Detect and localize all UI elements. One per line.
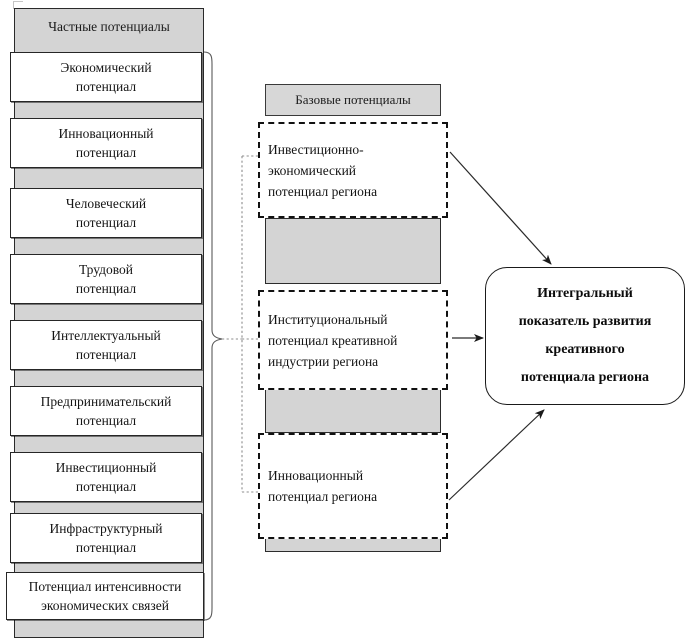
base-potential-item-1-line3: потенциал региона [268,183,378,199]
private-potential-item-7[interactable]: Инвестиционный потенциал [10,452,202,502]
base-potential-item-1-line1: Инвестиционно- [268,141,364,157]
base-potential-item-3-line2: потенциал региона [268,489,378,504]
private-potential-item-3-line1: Человеческий [65,196,147,211]
private-potential-item-5-line1: Интеллектуальный [51,328,161,343]
arrow-base1-to-result [449,151,552,265]
integral-indicator-line1: Интегральный [537,286,633,301]
integral-indicator-line4: потенциала региона [520,370,650,385]
private-potential-item-7-line1: Инвестиционный [55,460,157,475]
private-potential-item-3-line2: потенциал [75,215,137,230]
scan-artifact [13,1,23,9]
base-potential-item-2-line2: потенциал креативной [268,332,398,348]
private-potential-item-8-line2: потенциал [75,540,137,555]
private-potentials-title: Частные потенциалы [48,19,170,34]
center-gray-spacer-1 [265,218,441,284]
private-potential-item-5-line2: потенциал [75,347,137,362]
private-potential-item-9-line1: Потенциал интенсивности [28,579,182,594]
private-potential-item-8-line1: Инфраструктурный [49,521,163,536]
private-potential-item-6-line1: Предпринимательский [40,394,172,409]
base-potential-item-3-line1: Инновационный [268,468,364,483]
private-potential-item-6[interactable]: Предпринимательский потенциал [10,386,202,436]
private-potential-item-5[interactable]: Интеллектуальный потенциал [10,320,202,370]
private-potential-item-2-line1: Инновационный [58,126,154,141]
private-potential-item-2-line2: потенциал [75,145,137,160]
center-gray-spacer-2 [265,389,441,433]
arrow-base3-to-result [448,409,545,501]
integral-indicator-box[interactable]: Интегральный показатель развития креатив… [485,267,685,405]
integral-indicator-line3: креативного [545,342,625,357]
base-potential-item-1[interactable]: Инвестиционно- экономический потенциал р… [258,122,448,218]
private-potential-item-4[interactable]: Трудовой потенциал [10,254,202,304]
base-potential-item-2-line3: индустрии региона [268,353,379,369]
private-potential-item-4-line2: потенциал [75,281,137,296]
private-potential-item-1-line1: Экономический [60,60,152,75]
private-potential-item-1[interactable]: Экономический потенциал [10,52,202,102]
base-potential-item-1-line2: экономический [268,162,357,178]
base-potential-item-2-line1: Институциональный [268,311,388,327]
base-potential-item-3[interactable]: Инновационный потенциал региона [258,433,448,539]
private-potential-item-4-line1: Трудовой [78,262,134,277]
private-potential-item-1-line2: потенциал [75,79,137,94]
private-potential-item-3[interactable]: Человеческий потенциал [10,188,202,238]
center-gray-spacer-3 [265,538,441,552]
base-potential-item-2[interactable]: Институциональный потенциал креативной и… [258,290,448,390]
dotted-distribution-bus [222,155,258,493]
private-potential-item-9[interactable]: Потенциал интенсивности экономических св… [6,572,204,620]
private-potential-item-9-line2: экономических связей [41,598,169,613]
left-column-brace [203,51,223,621]
private-potential-item-8[interactable]: Инфраструктурный потенциал [10,513,202,563]
private-potential-item-7-line2: потенциал [75,479,137,494]
private-potential-item-2[interactable]: Инновационный потенциал [10,118,202,168]
base-potentials-title: Базовые потенциалы [265,84,441,116]
integral-indicator-line2: показатель развития [518,314,652,329]
private-potential-item-6-line2: потенциал [75,413,137,428]
